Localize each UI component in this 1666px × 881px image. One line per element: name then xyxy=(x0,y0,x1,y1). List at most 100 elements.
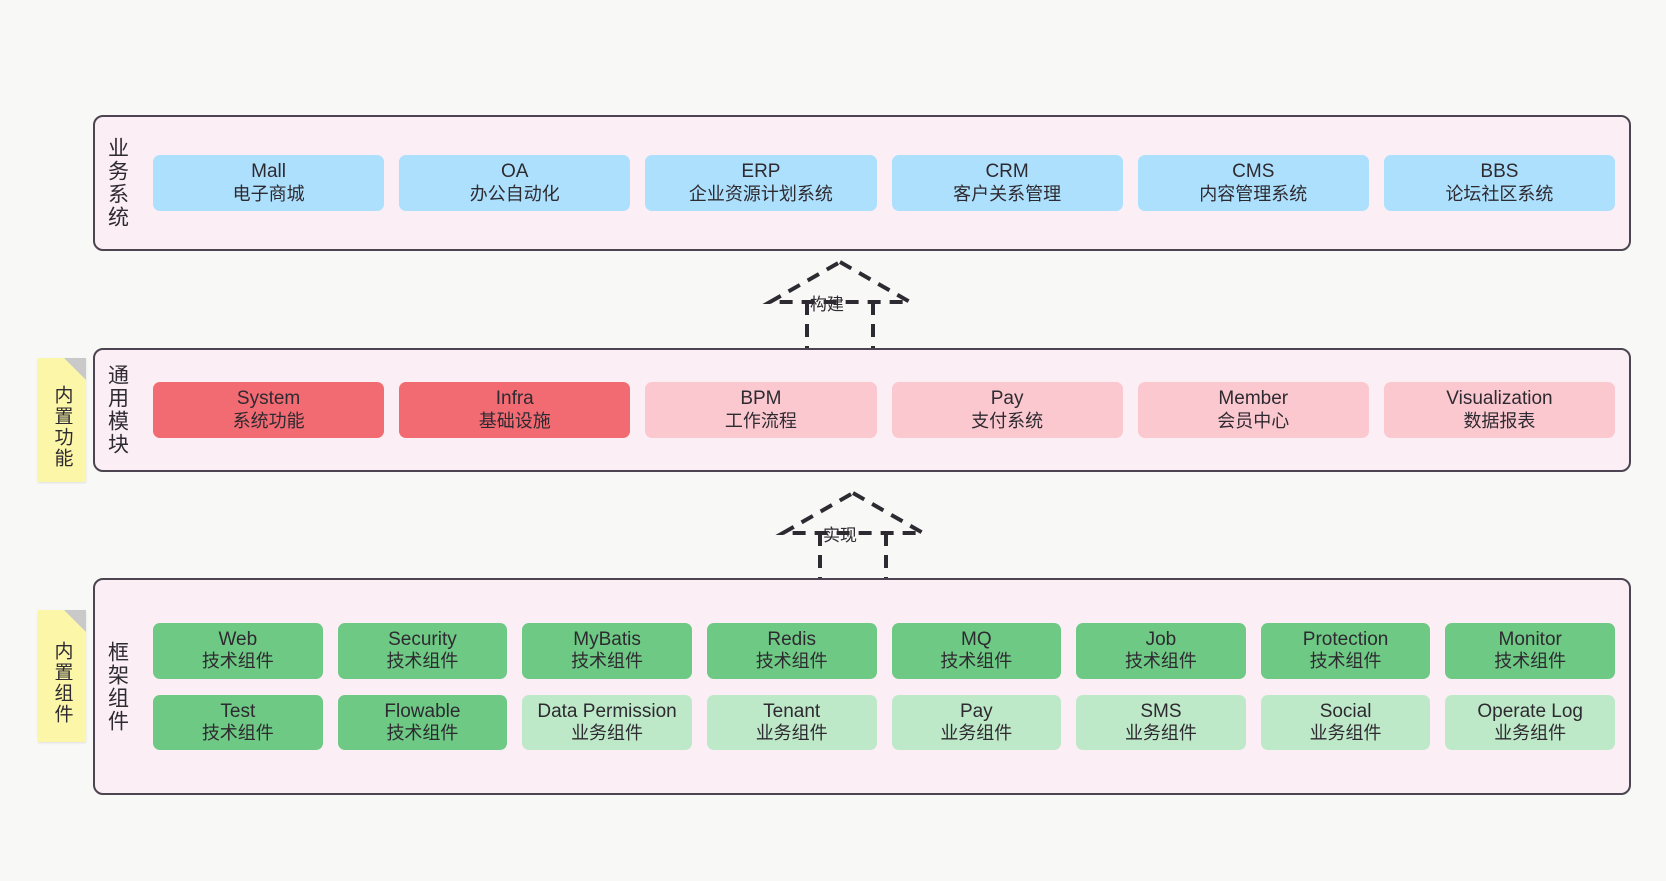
connector-implement: 实现 xyxy=(768,489,931,584)
sticky-fold-icon xyxy=(64,610,86,632)
component-name: Data Permission xyxy=(537,700,677,722)
component-name: SMS xyxy=(1140,700,1182,722)
component-name: Test xyxy=(220,700,256,722)
component-desc: 电子商城 xyxy=(232,183,305,204)
sticky-note-builtin-features: 内置功能 xyxy=(38,358,86,482)
component-desc: 技术组件 xyxy=(201,722,274,743)
component-name: ERP xyxy=(741,161,781,183)
component-desc: 企业资源计划系统 xyxy=(688,183,833,204)
component-name: Infra xyxy=(495,388,534,410)
component-name: Mall xyxy=(251,161,286,183)
component-name: Redis xyxy=(767,628,816,650)
component-desc: 技术组件 xyxy=(386,722,459,743)
component-name: Monitor xyxy=(1498,628,1562,650)
component-name: MyBatis xyxy=(573,628,641,650)
connector-build-label: 构建 xyxy=(810,295,844,314)
layer-title-business: 业务系统 xyxy=(95,117,139,249)
component-desc: 数据报表 xyxy=(1463,410,1536,431)
component-desc: 技术组件 xyxy=(755,651,828,672)
component-name: Visualization xyxy=(1446,388,1553,410)
component-name: Operate Log xyxy=(1477,700,1583,722)
sticky-fold-icon xyxy=(64,358,86,380)
component-name: Pay xyxy=(990,388,1024,410)
component-desc: 技术组件 xyxy=(940,651,1013,672)
component-desc: 技术组件 xyxy=(1494,651,1567,672)
layer-title-framework-text: 框架组件 xyxy=(105,640,129,733)
sticky-note-builtin-features-text: 内置功能 xyxy=(51,385,73,469)
component-desc: 技术组件 xyxy=(571,651,644,672)
component-desc: 技术组件 xyxy=(1309,651,1382,672)
component-desc: 技术组件 xyxy=(201,651,274,672)
component-desc: 支付系统 xyxy=(971,410,1044,431)
component-name: BBS xyxy=(1480,161,1519,183)
component-desc: 系统功能 xyxy=(232,410,305,431)
component-name: Flowable xyxy=(384,700,461,722)
component-name: OA xyxy=(501,161,529,183)
component-name: Social xyxy=(1319,700,1372,722)
component-desc: 业务组件 xyxy=(940,722,1013,743)
component-name: MQ xyxy=(961,628,992,650)
component-desc: 业务组件 xyxy=(1494,722,1567,743)
component-desc: 办公自动化 xyxy=(469,183,560,204)
layer-title-business-text: 业务系统 xyxy=(105,137,129,229)
sticky-note-builtin-components-text: 内置组件 xyxy=(51,641,73,725)
component-name: CRM xyxy=(985,161,1029,183)
component-name: CMS xyxy=(1232,161,1275,183)
component-desc: 内容管理系统 xyxy=(1199,183,1308,204)
layer-title-framework: 框架组件 xyxy=(95,580,139,793)
component-desc: 技术组件 xyxy=(386,651,459,672)
component-name: Protection xyxy=(1302,628,1389,650)
component-desc: 工作流程 xyxy=(724,410,797,431)
component-name: Tenant xyxy=(763,700,821,722)
component-desc: 业务组件 xyxy=(1309,722,1382,743)
component-name: Pay xyxy=(959,700,993,722)
component-desc: 客户关系管理 xyxy=(953,183,1062,204)
connector-implement-label: 实现 xyxy=(823,526,857,545)
component-name: Job xyxy=(1145,628,1177,650)
component-desc: 技术组件 xyxy=(1124,651,1197,672)
layer-title-common-text: 通用模块 xyxy=(105,364,129,456)
component-desc: 业务组件 xyxy=(1124,722,1197,743)
component-name: Web xyxy=(218,628,258,650)
component-desc: 会员中心 xyxy=(1217,410,1290,431)
layer-title-common: 通用模块 xyxy=(95,350,139,470)
